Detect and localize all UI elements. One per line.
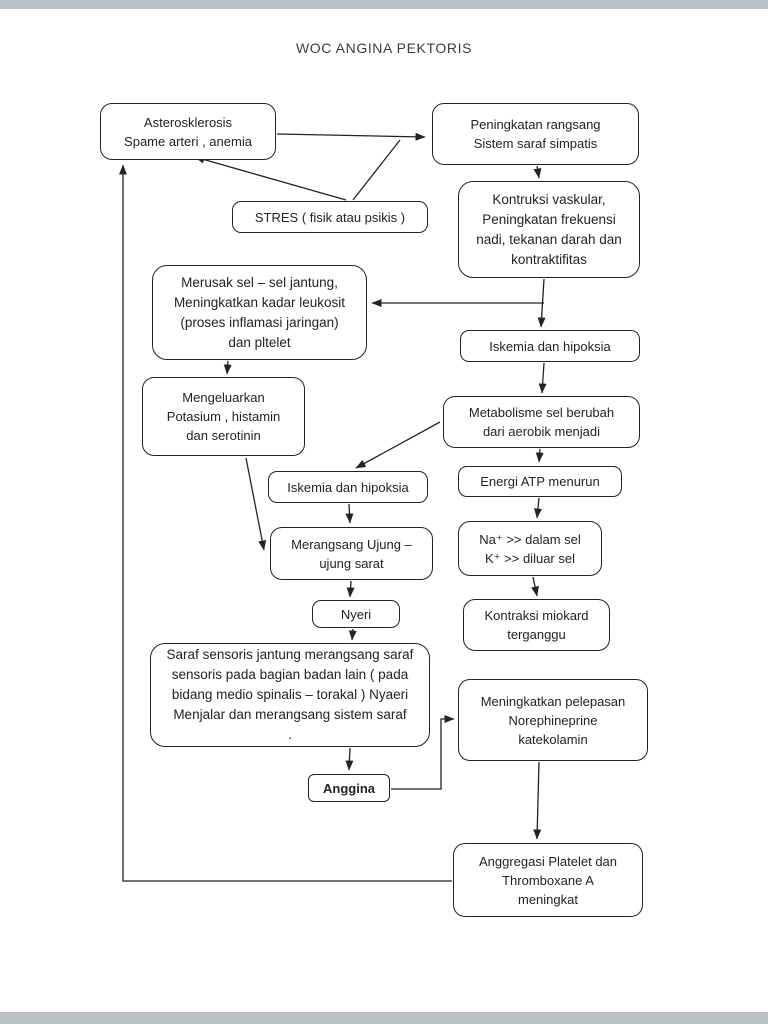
node-text-line: Potasium , histamin [166,409,281,424]
node-text-line: Meningkatkan pelepasan [480,693,626,709]
node-text-line: (proses inflamasi jaringan) [180,314,339,330]
node-merusak-sel: Merusak sel – sel jantung, Meningkatkan k… [152,265,367,360]
node-text-line: kontraktifitas [511,251,587,267]
node-text-line: Iskemia dan hipoksia [287,479,409,495]
node-text-line: Merangsang Ujung – [291,536,412,552]
node-text-line: Meningkatkan kadar leukosit [173,294,346,310]
node-text-line: dari aerobik menjadi [482,424,601,439]
node-text-line: Menjalar dan merangsang sistem saraf [173,707,407,722]
node-text-line: dan serotinin [186,428,261,443]
node-nyeri: Nyeri [312,600,400,628]
node-text-line: Energi ATP menurun [480,474,600,489]
node-kontruksi-vaskular: Kontruksi vaskular, Peningkatan frekuensi… [458,181,640,278]
node-merangsang-ujung: Merangsang Ujung – ujung sarat [270,527,433,580]
node-text-line: Sistem saraf simpatis [473,136,598,151]
node-text-line: STRES ( fisik atau psikis ) [254,209,406,225]
node-text-line: Kontruksi vaskular, [492,191,606,207]
node-text-line: Iskemia dan hipoksia [489,338,611,354]
node-text-line: dan pltelet [228,334,291,350]
node-text-line: Spame arteri , anemia [124,133,252,149]
node-text-line: katekolamin [518,731,588,747]
node-text-line: . [288,727,292,742]
node-text-line: Kontraksi miokard [484,608,589,623]
node-text-line: Peningkatan frekuensi [482,211,616,227]
node-text-line: K⁺ >> diluar sel [485,550,575,566]
node-text-line: terganggu [507,627,566,642]
node-text-line: bidang medio spinalis – torakal ) Nyaeri [171,687,409,702]
node-iskemia-hipoksia-tengah: Iskemia dan hipoksia [268,471,428,503]
node-text-line: Merusak sel – sel jantung, [181,274,338,290]
page-title: WOC ANGINA PEKTORIS [295,40,473,56]
node-text-line: Na⁺ >> dalam sel [479,531,581,547]
node-text-line: Norephineprine [508,712,598,728]
node-text-line: Nyeri [340,606,372,622]
node-saraf-sensoris: Saraf sensoris jantung merangsang saraf s… [150,643,430,747]
node-text-line: Peningkatan rangsang [470,117,601,132]
node-text-line: nadi, tekanan darah dan [476,231,622,247]
node-metabolisme-sel: Metabolisme sel berubah dari aerobik menj… [443,396,640,448]
node-text-line: Asterosklerosis [143,114,233,130]
node-text-line: Mengeluarkan [182,390,265,405]
node-kontraksi-miokard: Kontraksi miokard terganggu [463,599,610,651]
node-text-line: Metabolisme sel berubah [468,405,615,420]
node-anggina: Anggina [308,774,390,802]
node-text-line: meningkat [518,891,578,907]
node-iskemia-hipoksia-kanan: Iskemia dan hipoksia [460,330,640,362]
node-text-line: Thromboxane A [502,872,594,888]
node-energi-atp: Energi ATP menurun [458,466,622,497]
node-stres: STRES ( fisik atau psikis ) [232,201,428,233]
node-text-line: ujung sarat [319,555,384,571]
node-text-line: Saraf sensoris jantung merangsang saraf [166,647,414,662]
node-text-line: sensoris pada bagian badan lain ( pada [171,667,409,682]
node-text-line: Anggina [323,780,375,796]
node-text-line: Anggregasi Platelet dan [478,853,618,869]
node-natrium-kalium: Na⁺ >> dalam sel K⁺ >> diluar sel [458,521,602,576]
